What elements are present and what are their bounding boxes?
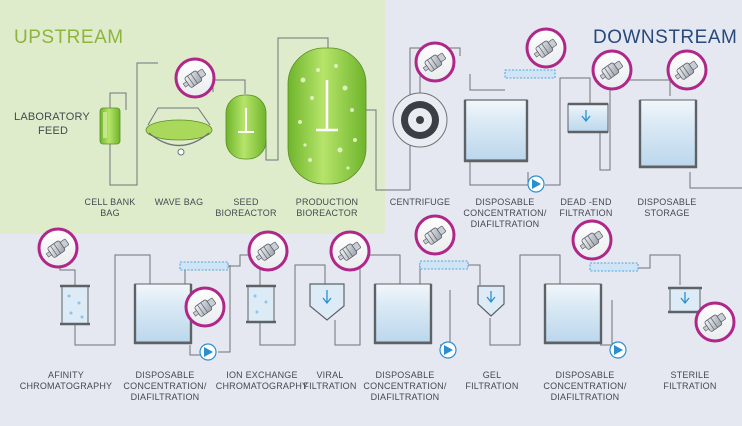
filter-capsule-icon	[414, 214, 456, 256]
production-bioreactor	[287, 47, 367, 185]
disposable-concentration-tank-4	[543, 262, 639, 345]
filter-capsule-icon	[174, 57, 216, 99]
affinity-column	[60, 284, 90, 326]
pump-icon	[439, 341, 457, 359]
seed-bioreactor	[225, 94, 267, 160]
pump-icon	[609, 341, 627, 359]
viral-filter	[309, 283, 345, 321]
dead-end-filter	[567, 102, 609, 134]
sterile-filter	[668, 286, 702, 314]
centrifuge	[392, 92, 448, 148]
wave-bag	[145, 107, 213, 156]
filter-capsule-icon	[37, 227, 79, 269]
disposable-concentration-tank-3	[373, 260, 469, 345]
gel-filter	[477, 285, 505, 317]
filter-capsule-icon	[184, 286, 226, 328]
flow-lines	[59, 37, 742, 356]
upstream-title: UPSTREAM	[14, 27, 124, 48]
disposable-concentration-tank-1	[463, 69, 556, 163]
filter-capsule-icon	[571, 219, 613, 261]
filter-badges	[37, 27, 736, 343]
filter-capsule-icon	[591, 49, 633, 91]
filter-capsule-icon	[414, 41, 456, 83]
filter-capsule-icon	[525, 27, 567, 69]
filter-capsule-icon	[247, 230, 289, 272]
step-label-wave-bag: WAVE BAG	[155, 197, 204, 207]
disposable-storage-tank	[638, 99, 698, 169]
filter-capsule-icon	[666, 49, 708, 91]
step-label-centrifuge: CENTRIFUGE	[390, 197, 451, 207]
cell-bank-bag	[99, 107, 121, 145]
downstream-title: DOWNSTREAM	[593, 27, 737, 48]
ion-exchange-column	[246, 284, 276, 324]
pump-icon	[527, 175, 545, 193]
pump-icon	[199, 343, 217, 361]
filter-capsule-icon	[694, 301, 736, 343]
filter-capsule-icon	[329, 230, 371, 272]
disposable-concentration-tank-2	[133, 261, 229, 345]
